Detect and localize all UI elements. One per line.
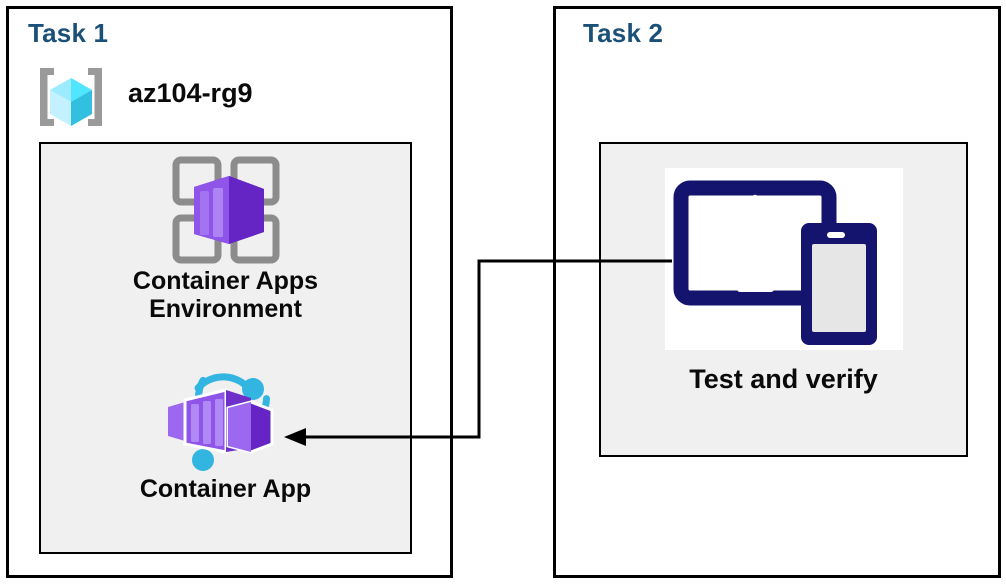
container-app-icon: [158, 368, 293, 473]
devices-test-icon: [664, 168, 903, 350]
task-1-title: Task 1: [28, 18, 109, 48]
container-apps-environment-icon: [171, 155, 281, 265]
container-apps-environment-label: Container Apps Environment: [132, 267, 319, 323]
test-and-verify-item: Test and verify: [599, 168, 968, 394]
task-2-title: Task 2: [583, 18, 664, 48]
container-apps-environment-item: Container Apps Environment: [39, 150, 412, 323]
container-app-label: Container App: [139, 475, 312, 503]
test-and-verify-label: Test and verify: [689, 364, 878, 394]
resource-group-label: az104-rg9: [128, 78, 253, 108]
resource-group-icon: [36, 66, 106, 128]
resource-group-header: az104-rg9: [36, 62, 316, 134]
container-app-item: Container App: [39, 368, 412, 503]
